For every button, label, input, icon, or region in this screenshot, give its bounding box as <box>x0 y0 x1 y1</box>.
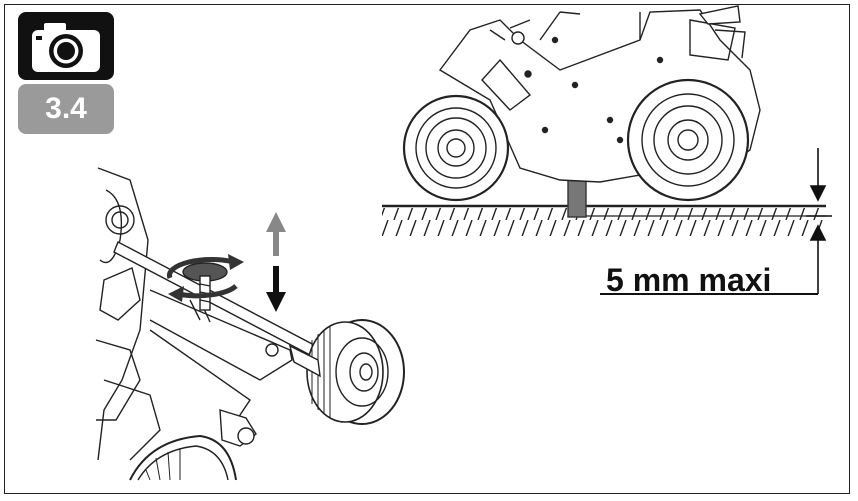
front-wheel-side <box>402 94 510 202</box>
clearance-label: 5 mm maxi <box>606 262 772 298</box>
clearance-dimension <box>600 148 832 295</box>
ground-hatching <box>382 208 826 236</box>
camera-badge <box>18 12 114 80</box>
adjustment-knob <box>182 262 228 311</box>
rotation-arrows-icon <box>167 254 244 302</box>
adjustment-view <box>95 167 405 481</box>
step-number-badge: 3.4 <box>18 84 114 134</box>
up-down-arrows-icon <box>266 212 286 312</box>
rear-wheel-side <box>626 78 750 202</box>
front-wheel-perspective <box>265 319 405 425</box>
camera-icon <box>32 23 100 72</box>
rear-wheel-perspective <box>129 409 257 481</box>
side-view <box>382 5 832 295</box>
height-block <box>567 179 587 218</box>
